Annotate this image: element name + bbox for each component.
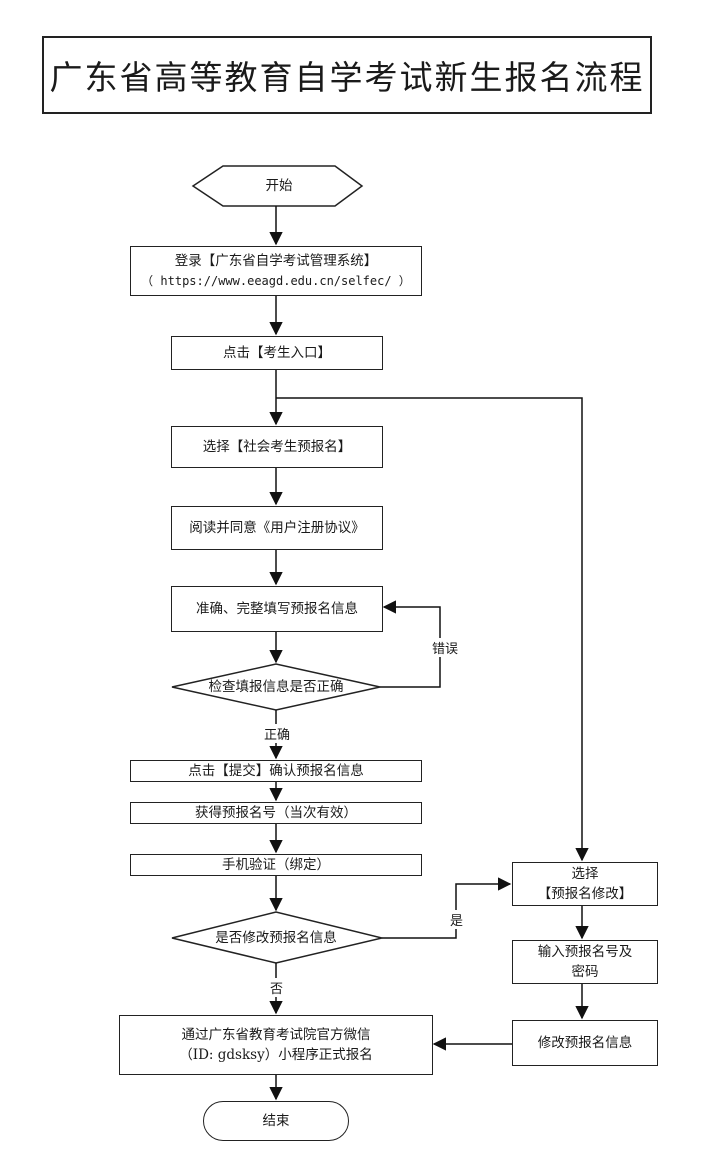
login-node: 登录【广东省自学考试管理系统】 （ https://www.eeagd.edu.… xyxy=(130,246,422,296)
get-number-node: 获得预报名号（当次有效） xyxy=(130,802,422,824)
input-number-line2: 密码 xyxy=(571,964,599,980)
select-modify-line1: 选择 xyxy=(571,866,599,882)
wechat-register-node: 通过广东省教育考试院官方微信 （ID: gdsksy）小程序正式报名 xyxy=(119,1015,433,1075)
start-node-shape xyxy=(191,165,364,207)
wechat-line1: 通过广东省教育考试院官方微信 xyxy=(181,1027,371,1043)
edge-label-correct: 正确 xyxy=(262,724,293,743)
page-title: 广东省高等教育自学考试新生报名流程 xyxy=(42,36,652,114)
end-node: 结束 xyxy=(203,1101,349,1141)
modify-info-node: 修改预报名信息 xyxy=(512,1020,658,1066)
modify-branch-connector xyxy=(276,397,589,862)
submit-node: 点击【提交】确认预报名信息 xyxy=(130,760,422,782)
check-info-label: 检查填报信息是否正确 xyxy=(208,679,344,695)
select-social-node: 选择【社会考生预报名】 xyxy=(171,426,383,468)
edge-label-yes: 是 xyxy=(448,910,466,929)
start-node-label: 开始 xyxy=(265,178,293,194)
input-number-node: 输入预报名号及 密码 xyxy=(512,940,658,984)
select-modify-line2: 【预报名修改】 xyxy=(537,886,633,902)
input-number-line1: 输入预报名号及 xyxy=(537,944,633,960)
entry-node: 点击【考生入口】 xyxy=(171,336,383,370)
fill-info-node: 准确、完整填写预报名信息 xyxy=(171,586,383,632)
edge-label-error: 错误 xyxy=(430,638,461,657)
agreement-node: 阅读并同意《用户注册协议》 xyxy=(171,506,383,550)
edge-label-no: 否 xyxy=(268,978,286,997)
yes-path-connector xyxy=(382,877,512,939)
wechat-line2: （ID: gdsksy）小程序正式报名 xyxy=(179,1047,373,1063)
select-modify-node: 选择 【预报名修改】 xyxy=(512,862,658,906)
modify-decision-label: 是否修改预报名信息 xyxy=(215,930,337,946)
login-title: 登录【广东省自学考试管理系统】 xyxy=(174,253,378,269)
login-url: （ https://www.eeagd.edu.cn/selfec/ ） xyxy=(141,274,411,288)
phone-verify-node: 手机验证（绑定） xyxy=(130,854,422,876)
